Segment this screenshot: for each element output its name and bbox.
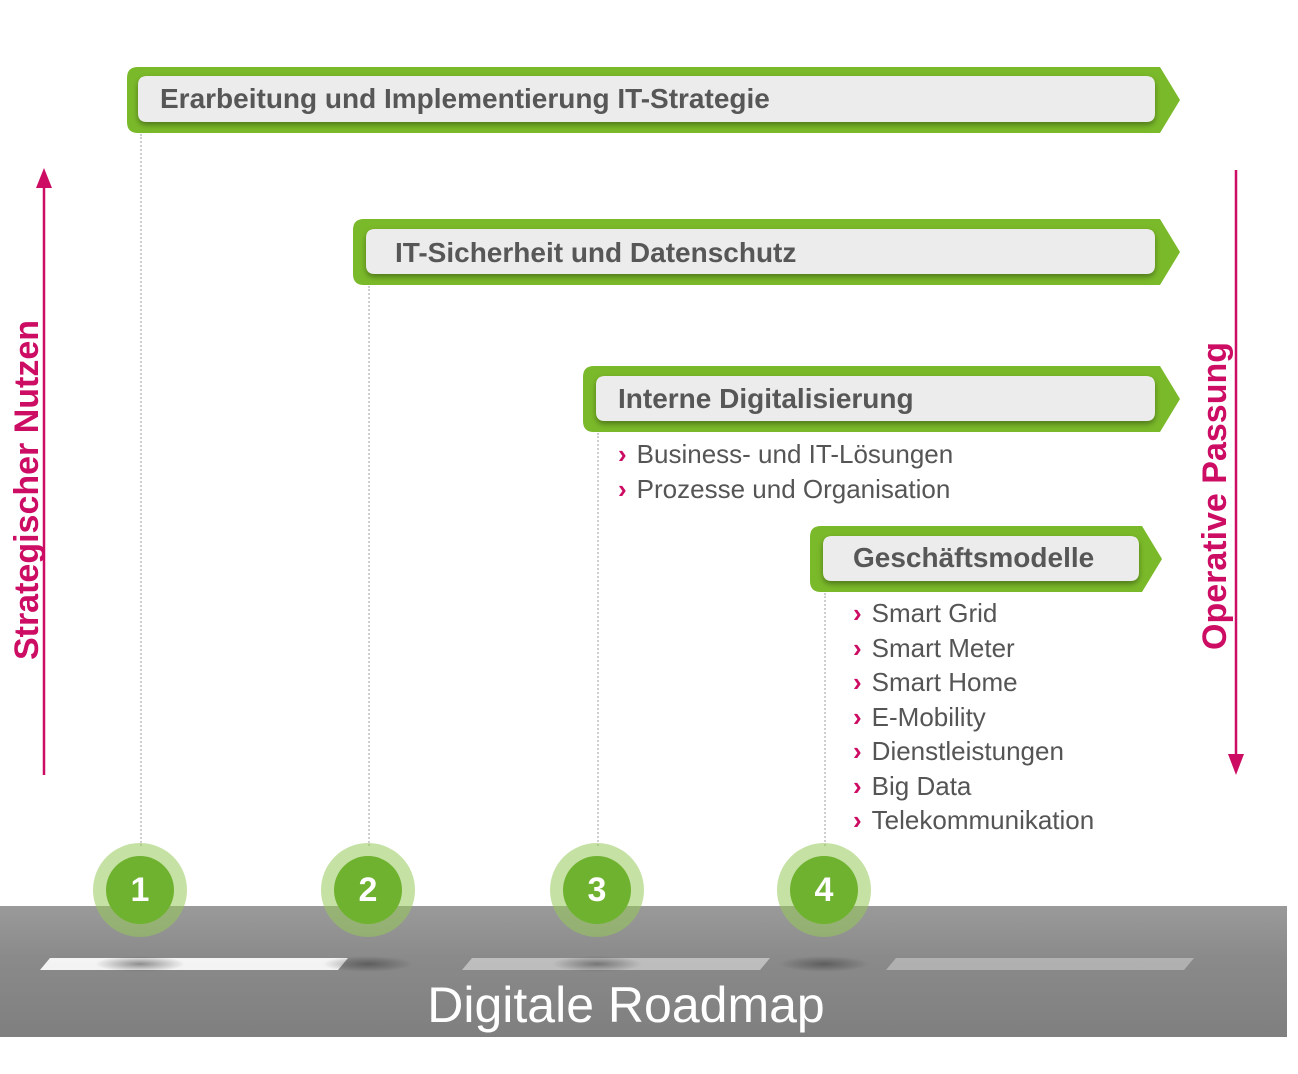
milestone-1: 1 bbox=[93, 843, 187, 937]
chevron-right-icon: › bbox=[853, 598, 862, 628]
stage-1-label: Erarbeitung und Implementierung IT-Strat… bbox=[160, 83, 770, 114]
list-item: ›Big Data bbox=[853, 770, 972, 801]
stage-4-items: ›Smart Grid ›Smart Meter ›Smart Home ›E-… bbox=[853, 596, 1094, 838]
list-item: ›Dienstleistungen bbox=[853, 736, 1064, 766]
stage-3-label: Interne Digitalisierung bbox=[618, 383, 914, 414]
left-axis-label: Strategischer Nutzen bbox=[8, 319, 46, 661]
stage-1-banner bbox=[127, 67, 1180, 133]
stage-2-label: IT-Sicherheit und Datenschutz bbox=[395, 237, 797, 268]
stage-3-items: ›Business- und IT-Lösungen ›Prozesse und… bbox=[618, 437, 953, 506]
list-item: ›Prozesse und Organisation bbox=[618, 473, 951, 504]
milestone-3-number: 3 bbox=[563, 856, 631, 924]
stage-2-banner bbox=[353, 219, 1180, 285]
milestone-4: 4 bbox=[777, 843, 871, 937]
list-item: ›Smart Grid bbox=[853, 598, 998, 628]
lane-marking bbox=[40, 958, 348, 970]
chevron-right-icon: › bbox=[853, 701, 862, 732]
list-item: ›E-Mobility bbox=[853, 701, 986, 732]
road-markings bbox=[40, 956, 1194, 972]
stage-4-label: Geschäftsmodelle bbox=[853, 542, 1095, 573]
list-item: ›Smart Meter bbox=[853, 632, 1015, 663]
chevron-right-icon: › bbox=[618, 473, 627, 504]
chevron-right-icon: › bbox=[853, 770, 862, 801]
chevron-right-icon: › bbox=[853, 632, 862, 663]
stage-2-connector bbox=[368, 286, 370, 846]
right-axis-label: Operative Passung bbox=[1196, 341, 1234, 651]
list-item: ›Telekommunikation bbox=[853, 805, 1095, 835]
stage-4-connector bbox=[824, 593, 826, 846]
list-item: ›Business- und IT-Lösungen bbox=[618, 439, 954, 469]
stage-3-banner bbox=[583, 366, 1180, 432]
page-title: Digitale Roadmap bbox=[427, 977, 825, 1033]
milestone-2: 2 bbox=[321, 843, 415, 937]
milestone-3: 3 bbox=[550, 843, 644, 937]
stage-4-banner bbox=[810, 526, 1162, 592]
chevron-right-icon: › bbox=[853, 667, 862, 697]
chevron-right-icon: › bbox=[618, 439, 627, 469]
milestone-2-number: 2 bbox=[334, 856, 402, 924]
right-axis-arrow bbox=[1228, 170, 1244, 775]
left-axis-arrow bbox=[36, 168, 52, 775]
lane-marking bbox=[886, 958, 1194, 970]
stage-1-connector bbox=[140, 134, 142, 846]
milestone-1-number: 1 bbox=[106, 856, 174, 924]
chevron-right-icon: › bbox=[853, 805, 862, 835]
list-item: ›Smart Home bbox=[853, 667, 1018, 697]
road bbox=[0, 906, 1287, 1037]
chevron-right-icon: › bbox=[853, 736, 862, 766]
stage-3-connector bbox=[597, 433, 599, 846]
milestone-4-number: 4 bbox=[790, 856, 858, 924]
